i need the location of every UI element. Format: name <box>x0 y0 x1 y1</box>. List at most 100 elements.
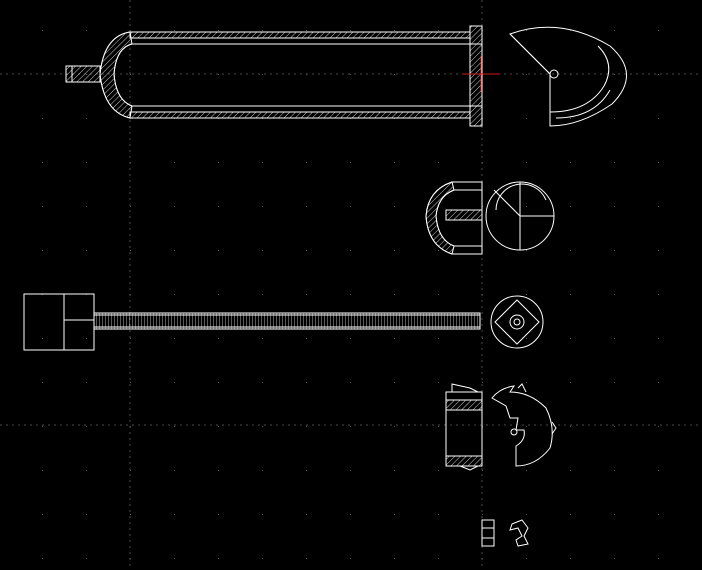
grid-dot <box>394 470 395 471</box>
grid-dot <box>526 294 527 295</box>
grid-dot <box>86 118 87 119</box>
grid-dot <box>130 382 131 383</box>
grid-dot <box>570 206 571 207</box>
tank-end-view[interactable] <box>509 26 627 127</box>
grid-dot <box>658 30 659 31</box>
grid-dot <box>42 30 43 31</box>
grid-dot <box>174 426 175 427</box>
grid-dot <box>350 470 351 471</box>
grid-dot <box>350 206 351 207</box>
grid-dot <box>306 206 307 207</box>
grid-dot <box>306 162 307 163</box>
grid-dot <box>42 470 43 471</box>
grid-dot <box>614 74 615 75</box>
grid-dot <box>526 514 527 515</box>
grid-dot <box>658 118 659 119</box>
grid-dot <box>570 294 571 295</box>
grid-dot <box>262 30 263 31</box>
grid-dot <box>42 250 43 251</box>
grid-dot <box>174 558 175 559</box>
grid-dot <box>350 162 351 163</box>
grid-dot <box>658 470 659 471</box>
grid-dot <box>394 514 395 515</box>
grid-dot <box>218 382 219 383</box>
grid-dot <box>174 162 175 163</box>
grid-dot <box>394 30 395 31</box>
cap-section[interactable] <box>425 181 483 255</box>
grid-dot <box>570 118 571 119</box>
grid-dot <box>482 338 483 339</box>
grid-dot <box>350 294 351 295</box>
grid-dot <box>614 250 615 251</box>
tank-body-section[interactable] <box>65 25 483 127</box>
grid-dot <box>658 514 659 515</box>
grid-dot <box>218 514 219 515</box>
grid-dot <box>394 74 395 75</box>
grid-dot <box>570 162 571 163</box>
grid-dot <box>262 470 263 471</box>
grid-dot <box>350 250 351 251</box>
bushing-end-view[interactable] <box>491 383 557 467</box>
grid-dot <box>306 382 307 383</box>
grid-dot <box>658 338 659 339</box>
grid-dot <box>350 514 351 515</box>
grid-dot <box>306 338 307 339</box>
grid-dot <box>42 426 43 427</box>
grid-dot <box>394 382 395 383</box>
grid-dot <box>482 514 483 515</box>
grid-dot <box>438 470 439 471</box>
grid-dot <box>174 382 175 383</box>
grid-dot <box>218 338 219 339</box>
grid-dot <box>482 382 483 383</box>
grid-dot <box>42 118 43 119</box>
grid-dot <box>526 250 527 251</box>
small-clip-section[interactable] <box>481 519 495 547</box>
grid-dot <box>218 162 219 163</box>
grid-dot <box>394 294 395 295</box>
grid-dot <box>130 470 131 471</box>
grid-dot <box>526 558 527 559</box>
grid-dot <box>570 558 571 559</box>
grid-dot <box>614 206 615 207</box>
grid-dot <box>306 30 307 31</box>
grid-dot <box>86 470 87 471</box>
grid-dot <box>174 338 175 339</box>
grid-dot <box>570 382 571 383</box>
grid-dot <box>218 426 219 427</box>
grid-dot <box>306 470 307 471</box>
grid-dot <box>262 294 263 295</box>
grid-dot <box>174 294 175 295</box>
grid-dot <box>526 74 527 75</box>
small-clip-end-view[interactable] <box>509 519 529 547</box>
grid-dot <box>614 294 615 295</box>
grid-dot <box>86 338 87 339</box>
grid-dot <box>262 382 263 383</box>
grid-dot <box>438 338 439 339</box>
grid-dot <box>174 250 175 251</box>
grid-dot <box>438 294 439 295</box>
grid-dot <box>570 514 571 515</box>
grid-dot <box>130 74 131 75</box>
bushing-section[interactable] <box>445 383 483 471</box>
grid-dot <box>526 206 527 207</box>
grid-dot <box>394 250 395 251</box>
crosshair-cursor <box>462 56 500 92</box>
grid-dot <box>174 30 175 31</box>
grid-dot <box>42 382 43 383</box>
grid-dot <box>262 558 263 559</box>
cap-end-view[interactable] <box>485 181 555 251</box>
hub-end-view[interactable] <box>490 295 544 349</box>
grid-dot <box>394 426 395 427</box>
grid-dot <box>438 382 439 383</box>
grid-dot <box>262 338 263 339</box>
grid-dot <box>438 558 439 559</box>
grid-dot <box>350 338 351 339</box>
grid-dot <box>394 206 395 207</box>
grid-dot <box>130 514 131 515</box>
threaded-rod[interactable] <box>93 312 481 330</box>
grid-dot <box>306 426 307 427</box>
grid-dot <box>438 250 439 251</box>
grid-dot <box>526 470 527 471</box>
grid-dot <box>42 514 43 515</box>
